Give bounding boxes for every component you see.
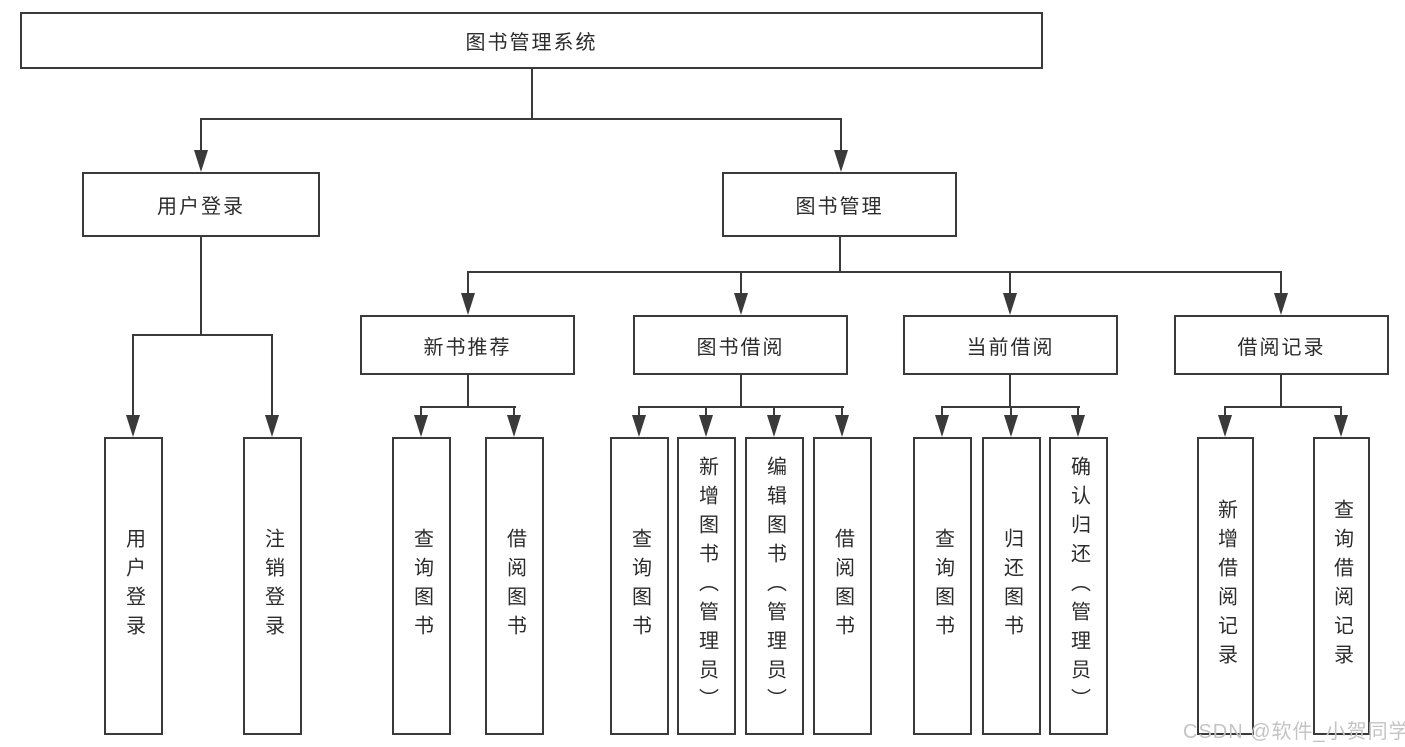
arrow-down-icon [265, 415, 279, 437]
node-leaf-user-login: 用户登录 [104, 437, 163, 735]
node-label: 借阅图书 [831, 528, 854, 644]
connector-vline [1340, 406, 1342, 420]
node-label: 查询借阅记录 [1330, 499, 1353, 673]
arrow-down-icon [194, 150, 208, 172]
node-leaf-borrow-books: 借阅图书 [813, 437, 872, 735]
connector-vline [200, 118, 202, 152]
connector-vline [941, 406, 943, 420]
arrow-down-icon [414, 415, 428, 437]
arrow-down-icon [507, 415, 521, 437]
connector-vline [1010, 406, 1012, 420]
node-leaf-edit-book-admin: 编辑图书（管理员） [745, 437, 804, 735]
node-leaf-query-books: 查询图书 [610, 437, 669, 735]
connector-hline [467, 271, 1282, 273]
node-label: 注销登录 [261, 528, 284, 644]
node-label: 用户登录 [157, 196, 245, 218]
connector-vline [132, 334, 134, 417]
node-label: 归还图书 [1000, 528, 1023, 644]
node-book-borrow: 图书借阅 [633, 315, 848, 375]
arrow-down-icon [734, 293, 748, 315]
node-label: 编辑图书（管理员） [763, 455, 786, 717]
node-user-login: 用户登录 [82, 172, 320, 237]
node-leaf-add-borrow-record: 新增借阅记录 [1197, 437, 1254, 735]
node-leaf-add-book-admin: 新增图书（管理员） [677, 437, 736, 735]
arrow-down-icon [1218, 415, 1232, 437]
node-label: 当前借阅 [966, 336, 1055, 359]
connector-vline [513, 406, 515, 420]
node-label: 借阅图书 [503, 528, 526, 644]
connector-hline [132, 334, 273, 336]
connector-vline [1077, 406, 1079, 420]
connector-vline [531, 69, 533, 119]
arrow-down-icon [1003, 293, 1017, 315]
node-book-management: 图书管理 [722, 172, 957, 237]
node-borrow-records: 借阅记录 [1174, 315, 1389, 375]
node-leaf-query-borrow-record: 查询借阅记录 [1313, 437, 1370, 735]
connector-hline [420, 406, 516, 408]
connector-vline [271, 334, 273, 417]
node-leaf-logout: 注销登录 [243, 437, 302, 735]
connector-vline [740, 375, 742, 408]
node-label: 图书借阅 [696, 336, 785, 359]
connector-vline [1009, 375, 1011, 408]
connector-vline [705, 406, 707, 420]
connector-vline [1009, 271, 1011, 295]
arrow-down-icon [632, 415, 646, 437]
node-label: 查询图书 [410, 528, 433, 644]
node-leaf-return-books: 归还图书 [982, 437, 1041, 735]
connector-hline [638, 406, 844, 408]
connector-vline [839, 237, 841, 273]
connector-vline [200, 237, 202, 335]
node-current-borrow: 当前借阅 [903, 315, 1118, 375]
node-leaf-query-books: 查询图书 [913, 437, 972, 735]
connector-vline [638, 406, 640, 420]
connector-vline [841, 406, 843, 420]
arrow-down-icon [835, 415, 849, 437]
arrow-down-icon [1004, 415, 1018, 437]
arrow-down-icon [834, 150, 848, 172]
connector-vline [420, 406, 422, 420]
node-leaf-confirm-return-admin: 确认归还（管理员） [1049, 437, 1108, 735]
arrow-down-icon [1071, 415, 1085, 437]
connector-vline [840, 118, 842, 152]
node-label: 查询图书 [931, 528, 954, 644]
node-label: 图书管理 [795, 196, 884, 218]
connector-vline [1280, 271, 1282, 295]
arrow-down-icon [699, 415, 713, 437]
arrow-down-icon [935, 415, 949, 437]
arrow-down-icon [1334, 415, 1348, 437]
connector-hline [1224, 406, 1342, 408]
node-label: 新增图书（管理员） [695, 455, 718, 717]
arrow-down-icon [1274, 293, 1288, 315]
connector-vline [740, 271, 742, 295]
node-label: 确认归还（管理员） [1067, 455, 1090, 717]
connector-vline [467, 375, 469, 408]
connector-vline [1224, 406, 1226, 420]
connector-vline [1280, 375, 1282, 408]
connector-vline [773, 406, 775, 420]
node-label: 用户登录 [122, 528, 145, 644]
csdn-watermark: CSDN @软件_小贺同学 [1183, 721, 1405, 743]
node-label: 新书推荐 [423, 336, 512, 359]
node-label: 借阅记录 [1237, 336, 1326, 359]
arrow-down-icon [767, 415, 781, 437]
node-label: 查询图书 [628, 528, 651, 644]
node-label: 图书管理系统 [465, 32, 598, 54]
arrow-down-icon [461, 293, 475, 315]
connector-vline [467, 271, 469, 295]
node-library-management-system: 图书管理系统 [20, 12, 1043, 69]
node-leaf-borrow-books: 借阅图书 [485, 437, 544, 735]
connector-hline [200, 118, 842, 120]
node-label: 新增借阅记录 [1214, 499, 1237, 673]
node-new-book-recommend: 新书推荐 [360, 315, 575, 375]
node-leaf-query-books: 查询图书 [392, 437, 451, 735]
arrow-down-icon [126, 415, 140, 437]
